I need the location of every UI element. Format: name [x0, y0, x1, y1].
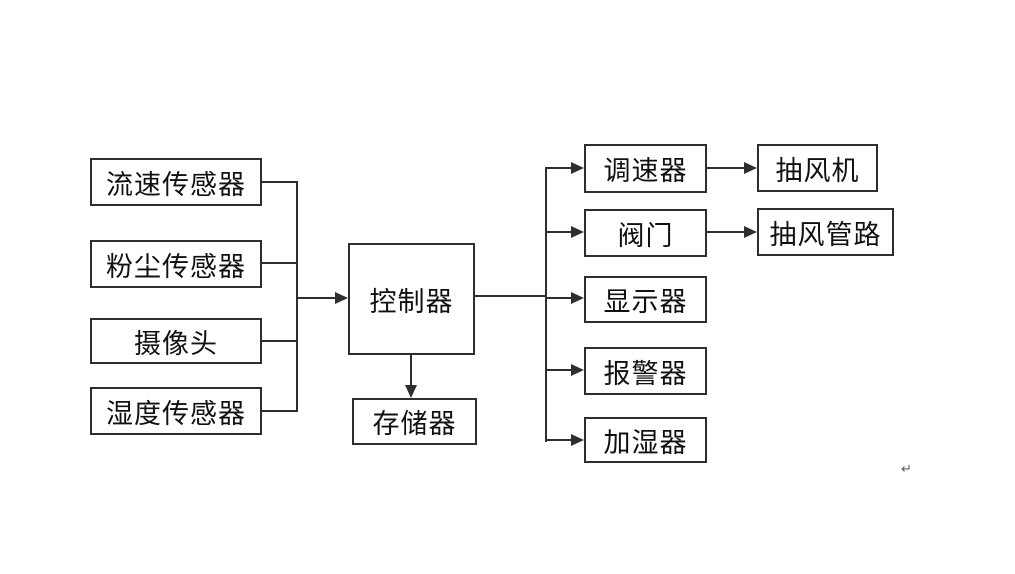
- node-label: 阀门: [617, 220, 674, 251]
- arrowhead-into-display: [571, 292, 584, 304]
- connector-trunk-to-humidifier: [545, 439, 573, 441]
- node-label: 加湿器: [603, 427, 688, 458]
- connector-speed-regulator-to-exhaust-fan: [707, 167, 745, 169]
- connector-flow-sensor-to-trunk: [260, 181, 298, 183]
- connector-controller-to-storage: [410, 355, 412, 386]
- connector-dust-sensor-to-trunk: [260, 262, 298, 264]
- arrowhead-into-exhaust-fan: [744, 162, 757, 174]
- connector-trunk-to-speed-regulator: [545, 167, 573, 169]
- arrowhead-into-valve: [571, 226, 584, 238]
- node-display: 显示器: [584, 276, 707, 323]
- node-valve: 阀门: [584, 209, 707, 257]
- node-label: 调速器: [603, 156, 688, 186]
- node-flow-sensor: 流速传感器: [90, 158, 262, 206]
- connector-controller-to-right-trunk: [475, 295, 547, 297]
- node-alarm: 报警器: [584, 347, 707, 395]
- node-exhaust-duct: 抽风管路: [757, 208, 894, 256]
- node-camera: 摄像头: [90, 318, 262, 364]
- node-label: 显示器: [603, 287, 688, 317]
- node-label: 控制器: [369, 286, 454, 317]
- connector-camera-to-trunk: [260, 340, 298, 342]
- node-dust-sensor: 粉尘传感器: [90, 240, 262, 288]
- connector-humidity-sensor-to-trunk: [260, 410, 298, 412]
- node-label: 抽风管路: [769, 219, 882, 250]
- node-label: 报警器: [603, 358, 688, 389]
- node-humidifier: 加湿器: [584, 417, 707, 463]
- node-exhaust-fan: 抽风机: [757, 144, 878, 192]
- node-label: 湿度传感器: [106, 398, 246, 429]
- node-storage: 存储器: [352, 398, 477, 445]
- connector-trunk-to-display: [545, 297, 573, 299]
- arrowhead-into-storage: [405, 385, 417, 398]
- node-controller: 控制器: [348, 243, 475, 355]
- node-label: 抽风机: [775, 155, 860, 186]
- arrowhead-into-controller: [335, 292, 348, 304]
- connector-right-trunk: [545, 167, 547, 442]
- node-humidity-sensor: 湿度传感器: [90, 387, 262, 435]
- arrowhead-into-alarm: [571, 364, 584, 376]
- connector-valve-to-exhaust-duct: [707, 231, 745, 233]
- paragraph-mark: ↵: [901, 461, 912, 476]
- node-label: 流速传感器: [106, 169, 246, 200]
- arrowhead-into-exhaust-duct: [744, 226, 757, 238]
- node-label: 摄像头: [134, 328, 218, 359]
- arrowhead-into-speed-regulator: [571, 162, 584, 174]
- node-speed-regulator: 调速器: [584, 144, 707, 193]
- node-label: 粉尘传感器: [106, 251, 246, 282]
- connector-trunk-to-valve: [545, 231, 573, 233]
- arrowhead-into-humidifier: [571, 434, 584, 446]
- node-label: 存储器: [372, 409, 457, 439]
- connector-trunk-to-controller: [296, 297, 336, 299]
- connector-trunk-to-alarm: [545, 369, 573, 371]
- connector-left-trunk: [296, 181, 298, 412]
